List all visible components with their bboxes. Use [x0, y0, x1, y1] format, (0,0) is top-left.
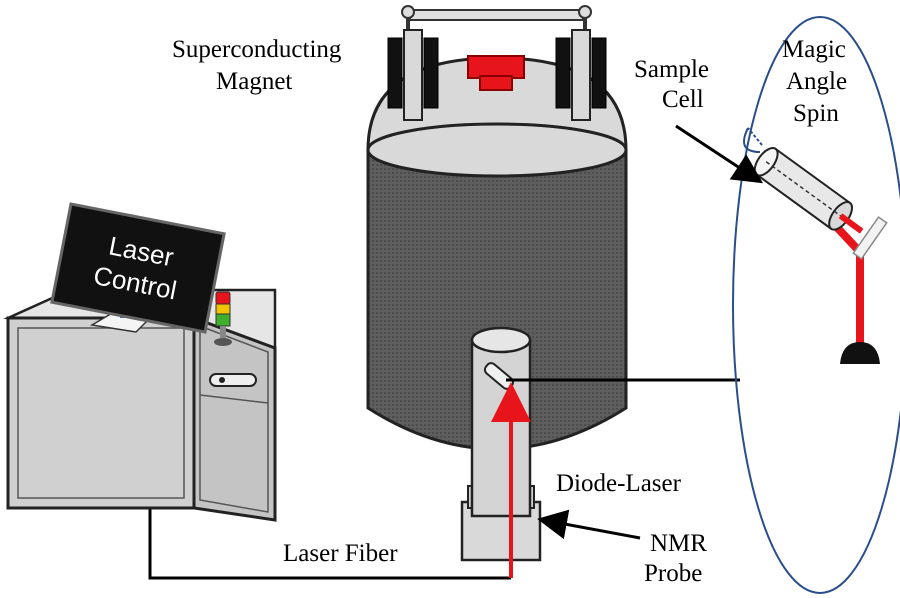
light-base	[214, 338, 232, 346]
laser-control-unit: Laser Control	[3, 202, 277, 522]
cabinet-handle	[209, 373, 257, 387]
label-mas-line3: Spin	[793, 100, 839, 127]
cabinet-handle-dot	[219, 377, 225, 383]
cabinet-side-panel	[199, 324, 269, 513]
label-sample-line2: Cell	[662, 86, 704, 113]
label-mas-line1: Magic	[782, 36, 846, 63]
post-right-c	[591, 37, 607, 109]
magnet-red-cap-base	[479, 75, 513, 91]
post-right-b	[571, 29, 591, 121]
laser-control-screen: Laser Control	[50, 202, 226, 334]
handle-knob-right	[578, 5, 592, 19]
label-magnet-line2: Magnet	[216, 68, 293, 95]
mas-foot	[840, 342, 880, 364]
post-left-a	[387, 37, 403, 109]
mas-plate	[852, 216, 888, 260]
label-diode-laser: Diode-Laser	[556, 470, 681, 497]
spin-axis	[747, 127, 763, 146]
label-mas-line2: Angle	[786, 68, 848, 95]
post-left-b	[403, 29, 423, 121]
spin-arrow	[743, 127, 761, 153]
cabinet-side-divider	[199, 394, 269, 404]
light-pole	[220, 326, 226, 338]
status-light-tower	[214, 291, 232, 346]
post-left-c	[423, 37, 439, 109]
magnet-handle-bar	[409, 9, 584, 21]
light-red	[215, 291, 231, 305]
label-sample-line1: Sample	[634, 56, 709, 83]
label-nmr-line2: Probe	[644, 560, 703, 587]
nmr-probe	[460, 326, 542, 562]
probe-top	[470, 326, 532, 354]
label-magnet-line1: Superconducting	[172, 36, 342, 63]
light-yellow	[215, 303, 231, 315]
magnet-top-ellipse	[366, 122, 628, 178]
label-laser-fiber: Laser Fiber	[283, 540, 398, 567]
mas-sample-cell	[753, 147, 864, 234]
magnet-red-cap	[467, 55, 525, 79]
nmr-probe-arrow	[537, 509, 641, 540]
cabinet-front-panel	[17, 327, 185, 499]
label-nmr-line1: NMR	[650, 530, 707, 557]
handle-knob-left	[401, 5, 415, 19]
post-right-a	[555, 37, 571, 109]
mas-inset	[675, 16, 900, 594]
mas-laser-beam	[829, 219, 864, 348]
probe-column	[470, 338, 532, 518]
fiber-black-line	[148, 508, 511, 580]
light-green	[215, 313, 231, 327]
superconducting-magnet	[366, 5, 628, 451]
mas-ellipse	[732, 16, 900, 594]
cabinet-side	[192, 315, 277, 522]
cabinet-front	[6, 316, 196, 510]
sample-cell-arrow	[675, 124, 764, 184]
